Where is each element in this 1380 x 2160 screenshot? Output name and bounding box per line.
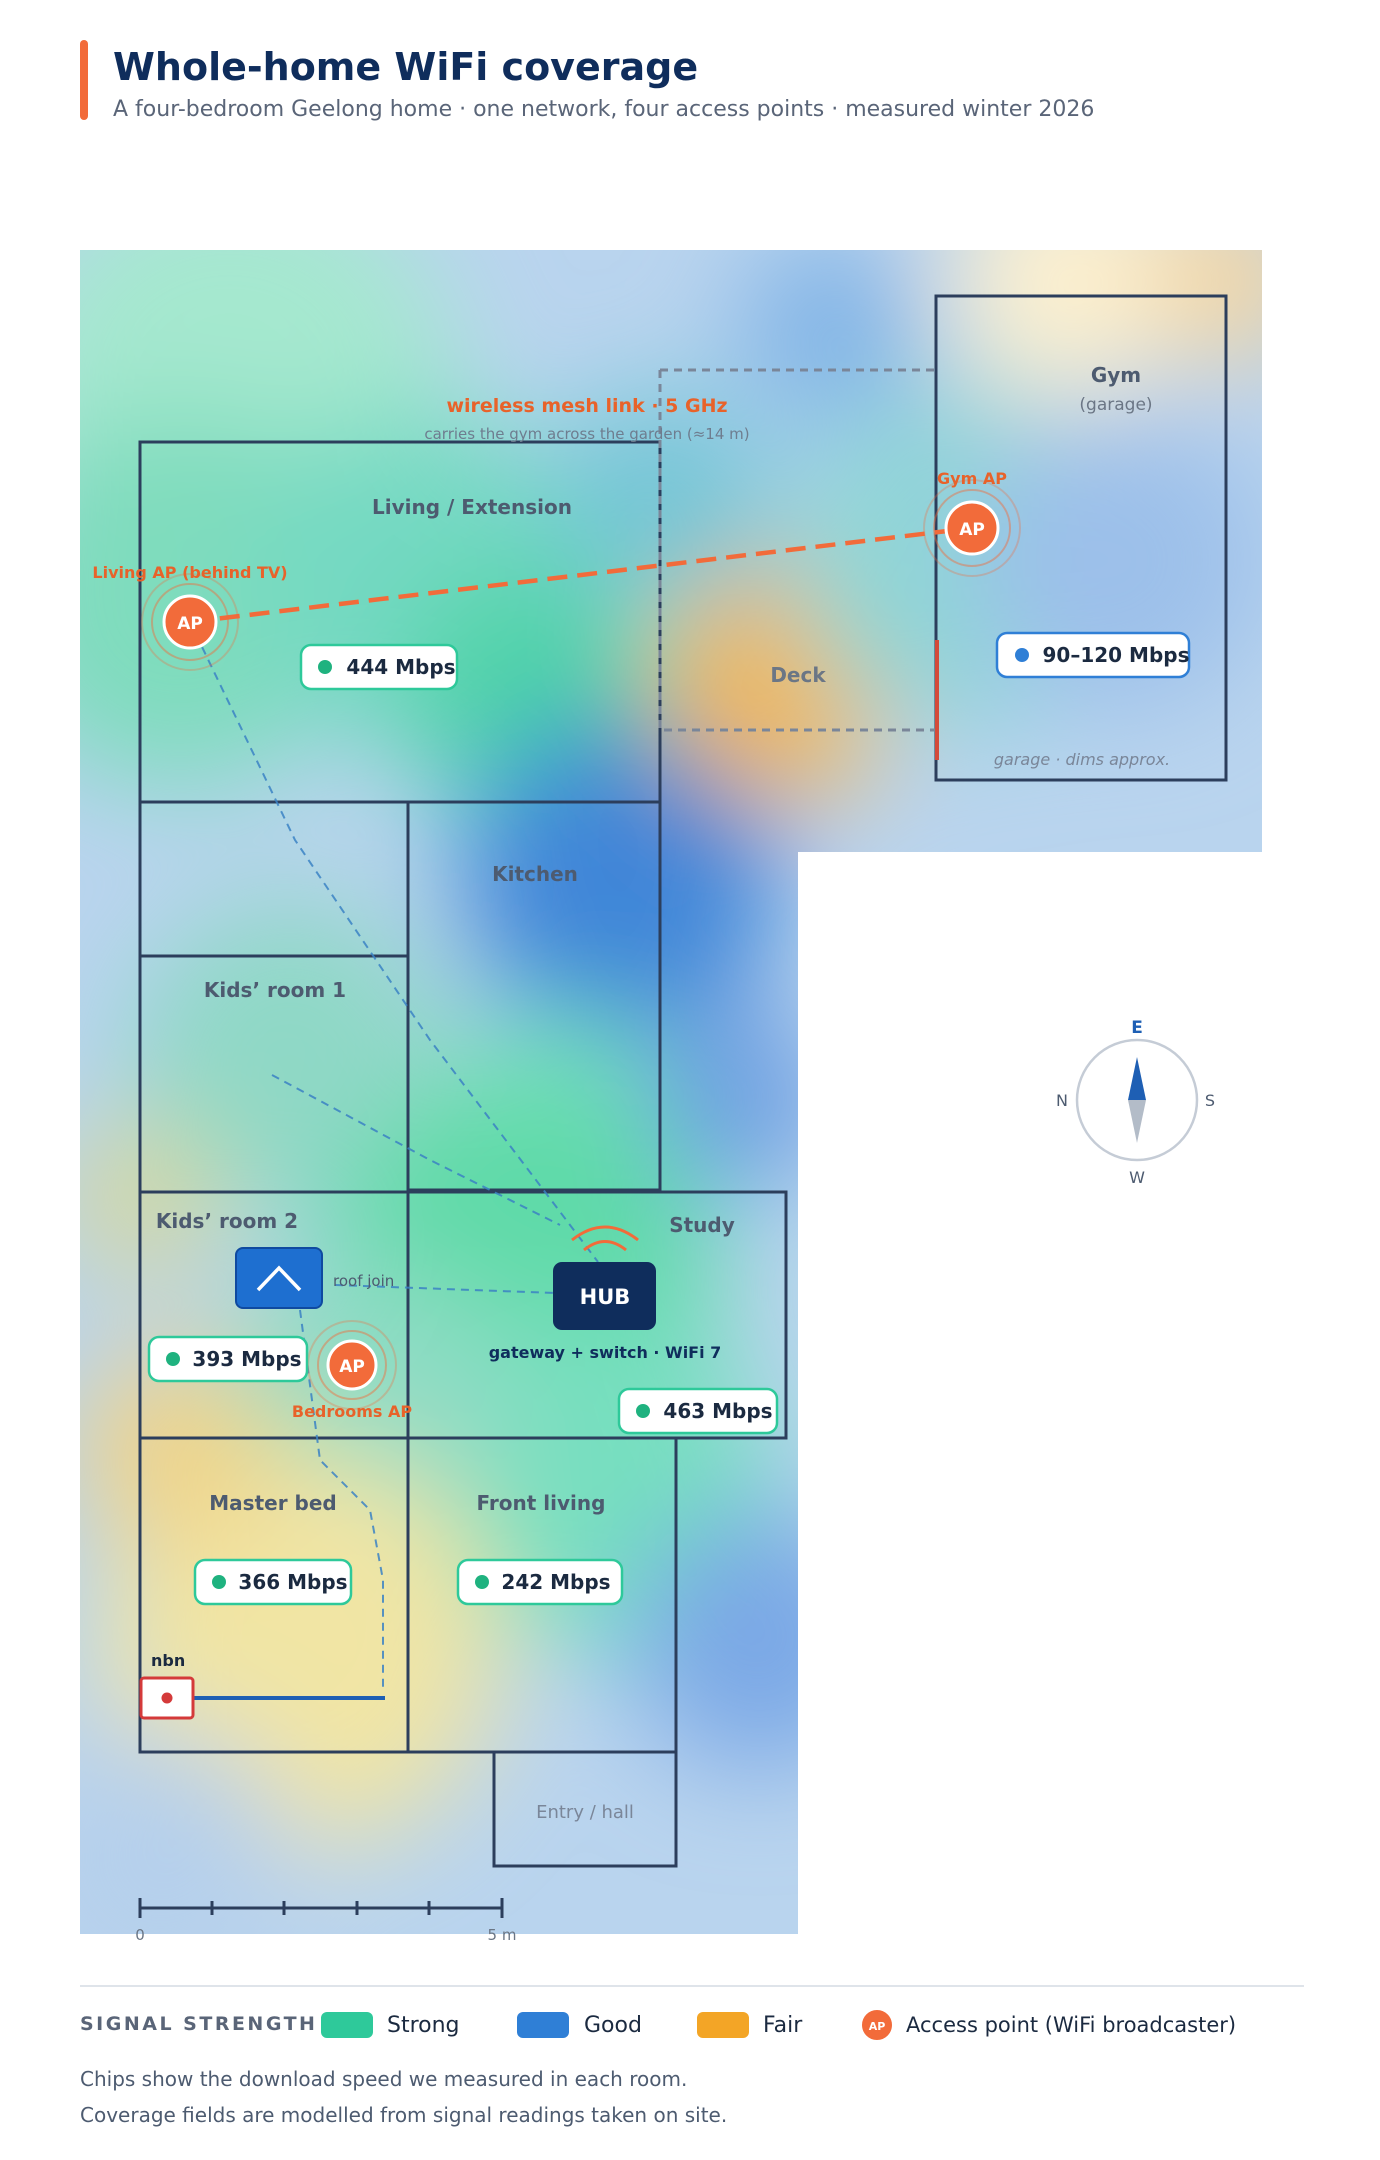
- ap-badge: AP: [959, 520, 985, 540]
- speed-value: 366 Mbps: [238, 1570, 347, 1594]
- compass-label-w: W: [1129, 1168, 1145, 1187]
- walls: [138, 294, 1228, 1868]
- room-label-deck: Deck: [770, 663, 826, 687]
- mesh-link-line: [189, 525, 973, 625]
- speed-chip-study: 463 Mbps: [617, 1387, 779, 1435]
- scale-label-end: 5 m: [488, 1926, 517, 1944]
- speed-chip-front-living: 242 Mbps: [456, 1558, 624, 1606]
- cable-kids1-to-hub: [271, 1074, 561, 1226]
- ap-label-gym: Gym AP: [937, 469, 1007, 488]
- room-sublabel-gym: (garage): [1079, 395, 1152, 415]
- speed-chip-master: 366 Mbps: [193, 1558, 353, 1606]
- access-point-bedrooms[interactable]: AP: [307, 1320, 397, 1410]
- scale-bar: [138, 1898, 504, 1918]
- speed-value: 444 Mbps: [346, 655, 455, 679]
- speed-chip-kids2: 393 Mbps: [147, 1335, 309, 1383]
- scale-label-start: 0: [135, 1926, 145, 1944]
- entry-hall-outline: [492, 1750, 678, 1868]
- compass-needle-north: [1128, 1057, 1146, 1100]
- cable-nbn-riser: [299, 1309, 384, 1692]
- cable-runs: [189, 621, 599, 1692]
- cable-living-to-hub: [189, 621, 599, 1263]
- roof-join-label: roof join: [333, 1272, 394, 1290]
- gym-dims-note: garage · dims approx.: [994, 750, 1170, 769]
- compass-needle-south: [1128, 1100, 1146, 1143]
- header-accent-bar: [80, 40, 88, 120]
- hub-device[interactable]: HUB: [553, 1225, 656, 1330]
- room-label-study: Study: [669, 1213, 735, 1237]
- legend-swatch-good: [517, 2012, 569, 2038]
- legend-label-ap: Access point (WiFi broadcaster): [906, 2013, 1236, 2037]
- page-title: Whole-home WiFi coverage: [113, 45, 698, 89]
- legend-swatch-fair: [697, 2012, 749, 2038]
- kitchen-outline: [406, 800, 662, 1192]
- page-subtitle: A four-bedroom Geelong home · one networ…: [113, 97, 1094, 122]
- legend-swatch-strong: [321, 2012, 373, 2038]
- compass-rose: E N S W: [1056, 1018, 1215, 1187]
- deck-outline: [658, 368, 936, 732]
- speed-value: 90–120 Mbps: [1043, 643, 1190, 667]
- legend-label-fair: Fair: [763, 2013, 803, 2038]
- hub-label: HUB: [580, 1285, 631, 1309]
- legend-ap-badge: AP: [869, 2020, 886, 2033]
- room-label-kids2: Kids’ room 2: [156, 1209, 298, 1233]
- legend-ap-icon: AP: [860, 2008, 894, 2042]
- legend-heading: SIGNAL STRENGTH: [80, 2013, 317, 2035]
- speed-value: 463 Mbps: [663, 1399, 772, 1423]
- roof-join-icon: [235, 1247, 323, 1309]
- compass-label-e: E: [1131, 1018, 1143, 1038]
- ap-badge: AP: [339, 1357, 365, 1377]
- mesh-link-note: carries the gym across the garden (≈14 m…: [424, 425, 749, 443]
- room-label-entry: Entry / hall: [536, 1802, 634, 1823]
- nbn-box: [139, 1676, 195, 1720]
- compass-label-s: S: [1205, 1091, 1215, 1110]
- cable-roofjoin-to-hub: [334, 1284, 556, 1294]
- footnote-line-2: Coverage fields are modelled from signal…: [80, 2103, 727, 2127]
- speed-chip-gym: 90–120 Mbps: [995, 631, 1191, 679]
- speed-chip-living: 444 Mbps: [299, 643, 459, 691]
- speed-value: 393 Mbps: [192, 1347, 301, 1371]
- room-label-gym: Gym: [1091, 363, 1141, 387]
- hub-wifi-wave-outer: [571, 1225, 639, 1242]
- legend-label-strong: Strong: [387, 2013, 460, 2038]
- room-label-master: Master bed: [209, 1491, 336, 1515]
- ap-badge: AP: [177, 614, 203, 634]
- legend-label-good: Good: [584, 2013, 642, 2038]
- footnote-line-1: Chips show the download speed we measure…: [80, 2067, 687, 2091]
- room-label-kitchen: Kitchen: [492, 862, 578, 886]
- ap-label-living: Living AP (behind TV): [92, 563, 287, 582]
- gym-outline: [934, 294, 1228, 782]
- hub-caption: gateway + switch · WiFi 7: [489, 1343, 722, 1362]
- room-label-kids1: Kids’ room 1: [204, 978, 346, 1002]
- room-label-living: Living / Extension: [372, 495, 572, 519]
- speed-value: 242 Mbps: [501, 1570, 610, 1594]
- hub-wifi-wave-inner: [583, 1240, 627, 1252]
- coverage-heatmap: [80, 250, 1262, 1934]
- room-label-front-living: Front living: [477, 1491, 606, 1515]
- nbn-label: nbn: [151, 1651, 185, 1670]
- access-point-gym[interactable]: AP: [923, 479, 1021, 577]
- access-point-living[interactable]: AP: [141, 573, 239, 671]
- compass-label-n: N: [1056, 1091, 1068, 1110]
- ap-label-bedrooms: Bedrooms AP: [292, 1402, 413, 1421]
- mesh-link-label: wireless mesh link · 5 GHz: [446, 395, 727, 417]
